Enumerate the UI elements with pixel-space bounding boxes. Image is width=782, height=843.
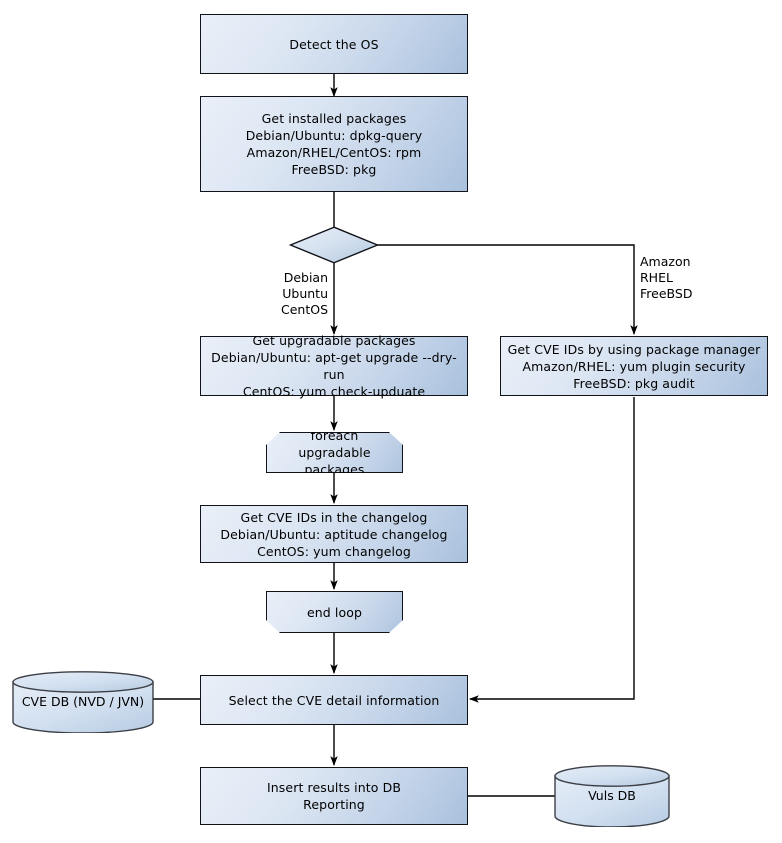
node-get-upgradable-packages[interactable]: Get upgradable packages Debian/Ubuntu: a… (200, 333, 468, 399)
edge-label-left-branch: Debian Ubuntu CentOS (280, 270, 328, 317)
decision-diamond-shape (288, 226, 380, 264)
cve-db-cylinder-icon (12, 671, 154, 734)
node-cve-db-label: CVE DB (NVD / JVN) (21, 694, 145, 709)
node-get-cve-ids-pkg-manager-label: Get CVE IDs by using package manager Ama… (507, 341, 761, 391)
node-get-installed-packages[interactable]: Get installed packages Debian/Ubuntu: dp… (200, 96, 468, 192)
vuls-db-cylinder-icon (554, 765, 670, 828)
node-detect-os-label: Detect the OS (289, 36, 379, 52)
node-get-cve-ids-changelog-label: Get CVE IDs in the changelog Debian/Ubun… (220, 509, 448, 559)
node-os-decision[interactable] (288, 226, 380, 264)
node-vuls-db-label: Vuls DB (588, 788, 636, 803)
node-get-cve-ids-pkg-manager[interactable]: Get CVE IDs by using package manager Ama… (500, 336, 768, 396)
edge-pkgmanager-to-selectcve (469, 397, 635, 703)
node-foreach-loop-start-label: foreach upgradable packages (298, 428, 371, 477)
edge-decision-to-pkgmanager (376, 244, 638, 335)
node-vuls-db[interactable]: Vuls DB (554, 765, 670, 828)
edge-label-right-branch: Amazon RHEL FreeBSD (640, 254, 693, 301)
node-end-loop[interactable]: end loop (266, 591, 403, 633)
node-insert-results[interactable]: Insert results into DB Reporting (200, 767, 468, 825)
node-insert-results-label: Insert results into DB Reporting (267, 780, 401, 812)
node-select-cve-detail-label: Select the CVE detail information (228, 692, 440, 708)
node-end-loop-label: end loop (306, 604, 363, 620)
node-get-upgradable-packages-label: Get upgradable packages Debian/Ubuntu: a… (211, 333, 457, 399)
node-cve-db[interactable]: CVE DB (NVD / JVN) (12, 671, 154, 734)
node-get-cve-ids-changelog[interactable]: Get CVE IDs in the changelog Debian/Ubun… (200, 505, 468, 563)
node-get-installed-packages-label: Get installed packages Debian/Ubuntu: dp… (245, 111, 423, 177)
node-detect-os[interactable]: Detect the OS (200, 14, 468, 74)
node-foreach-loop-start[interactable]: foreach upgradable packages (266, 432, 403, 473)
node-select-cve-detail[interactable]: Select the CVE detail information (200, 675, 468, 725)
